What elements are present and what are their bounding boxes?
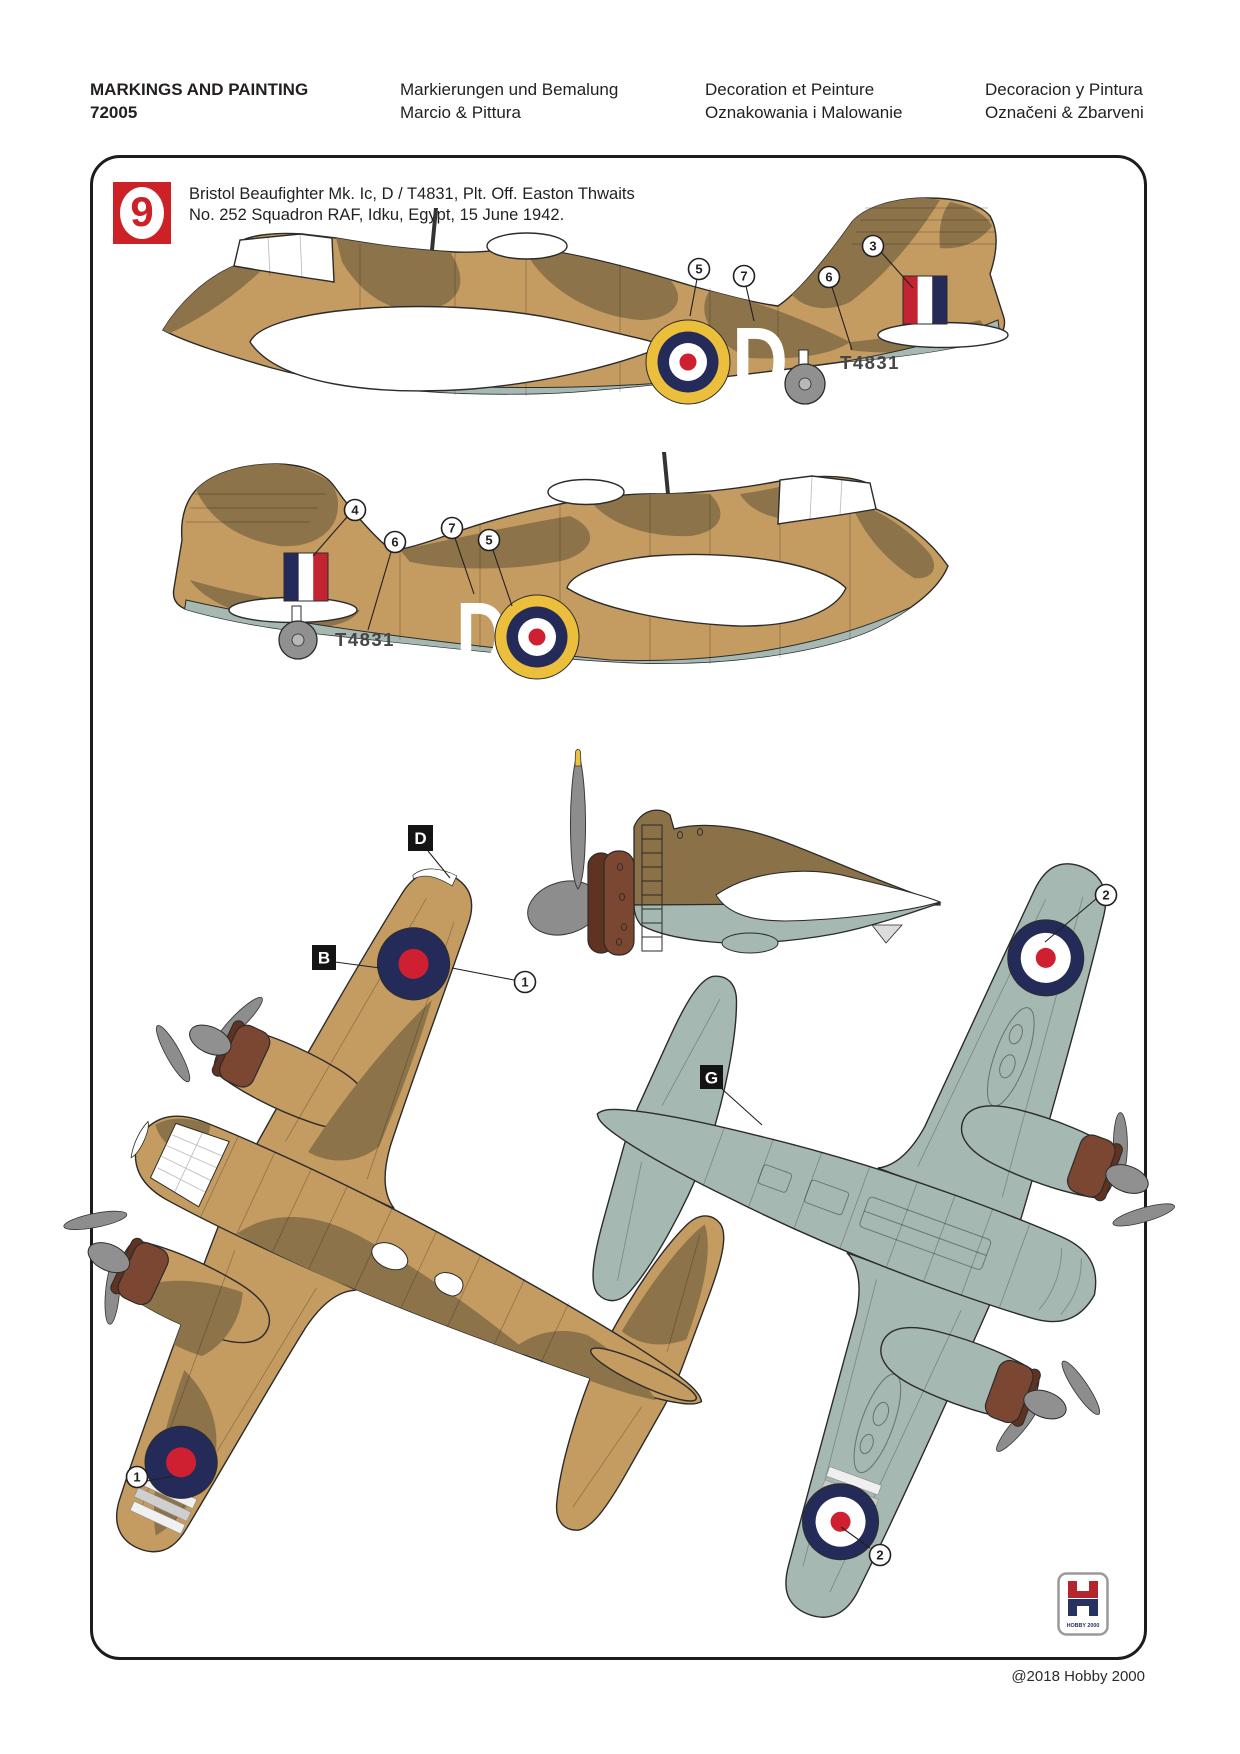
- tailplane-root-cutout: [877, 321, 1009, 349]
- header-cz: Označeni & Zbarveni: [985, 103, 1144, 122]
- engine-right: [155, 996, 271, 1088]
- wing-root-cutout: [566, 553, 847, 627]
- hobby2000-logo: HOBBY 2000: [1057, 1572, 1109, 1636]
- wing-root-cutout: [715, 870, 942, 922]
- antenna-mast: [430, 208, 438, 250]
- exhaust-ladder-frame: [641, 824, 663, 952]
- cockpit-canopy: [777, 475, 877, 525]
- kit-number: 72005: [90, 103, 138, 122]
- header-col-es-cz: Decoracion y Pintura Označeni & Zbarveni: [985, 78, 1144, 124]
- header-col-en: MARKINGS AND PAINTING 72005: [90, 78, 308, 124]
- cockpit-glazing: [130, 1120, 230, 1208]
- fin-top-view: [590, 1347, 697, 1402]
- scheme-border-box: [90, 155, 1147, 1660]
- engine-left: [1066, 1112, 1175, 1227]
- side-profile-port: D T4831: [172, 452, 949, 691]
- dorsal-dome: [547, 478, 625, 506]
- serial-number: T4831: [335, 629, 395, 650]
- hatch-teardrop: [434, 1271, 464, 1297]
- engine-left: [63, 1210, 169, 1325]
- wing-right: [255, 870, 473, 1210]
- header-pl: Oznakowania i Malowanie: [705, 103, 903, 122]
- antenna-mast: [662, 452, 670, 494]
- bomb-bay-doors: [757, 1164, 992, 1270]
- propeller-tip-yellow: [574, 748, 582, 767]
- scheme-caption: Bristol Beaufighter Mk. Ic, D / T4831, P…: [189, 184, 635, 226]
- caption-line-1: Bristol Beaufighter Mk. Ic, D / T4831, P…: [189, 185, 635, 203]
- engine-nacelle-side-view: [527, 748, 942, 956]
- fuselage-roundel: [494, 594, 580, 680]
- fin-flash: [283, 552, 329, 602]
- logo-brand-text: HOBBY 2000: [1067, 1623, 1100, 1629]
- nacelle-fairing: [721, 932, 779, 954]
- header-col-fr-pl: Decoration et Peinture Oznakowania i Mal…: [705, 78, 903, 124]
- header-de: Markierungen und Bemalung: [400, 80, 619, 99]
- tail-wheel: [278, 605, 318, 660]
- fuselage-roundel: [645, 319, 731, 405]
- cowling-fasteners: [615, 828, 704, 946]
- canopy-frames: [267, 233, 303, 279]
- logo-h-top-red: [1068, 1581, 1098, 1598]
- serial-number: T4831: [840, 352, 900, 373]
- code-letter: D: [732, 307, 788, 416]
- cooling-flap: [871, 924, 903, 944]
- wing-right: [785, 1252, 991, 1618]
- page-title: MARKINGS AND PAINTING: [90, 80, 309, 99]
- dorsal-dome-top: [371, 1242, 409, 1271]
- plan-view-under-surfaces: [592, 863, 1175, 1618]
- upper-wing-roundel-right: [377, 927, 451, 1001]
- canopy-frames: [809, 475, 843, 521]
- scheme-number-badge: 9: [113, 182, 171, 244]
- header-fr: Decoration et Peinture: [705, 80, 875, 99]
- caption-line-2: No. 252 Squadron RAF, Idku, Egypt, 15 Ju…: [189, 206, 565, 224]
- header-col-de-it: Markierungen und Bemalung Marcio & Pittu…: [400, 78, 618, 124]
- side-profile-starboard: D T4831: [162, 197, 1009, 416]
- logo-h-bottom-navy: [1068, 1599, 1098, 1616]
- fuselage: [596, 1108, 1097, 1323]
- wing-fairing-outlines: [853, 1007, 1035, 1474]
- tail-wheel: [784, 349, 826, 405]
- dorsal-dome: [486, 232, 568, 260]
- fin-flash: [902, 275, 948, 325]
- scheme-number: 9: [130, 188, 154, 235]
- header-it: Marcio & Pittura: [400, 103, 521, 122]
- propeller-blade-vertical: [569, 751, 587, 890]
- engine-right: [984, 1359, 1101, 1452]
- cockpit-canopy: [233, 233, 335, 283]
- copyright-text: @2018 Hobby 2000: [1011, 1668, 1145, 1685]
- header-es: Decoracion y Pintura: [985, 80, 1143, 99]
- plan-view-upper-surfaces: [63, 868, 725, 1553]
- badge-oval: 9: [120, 187, 164, 239]
